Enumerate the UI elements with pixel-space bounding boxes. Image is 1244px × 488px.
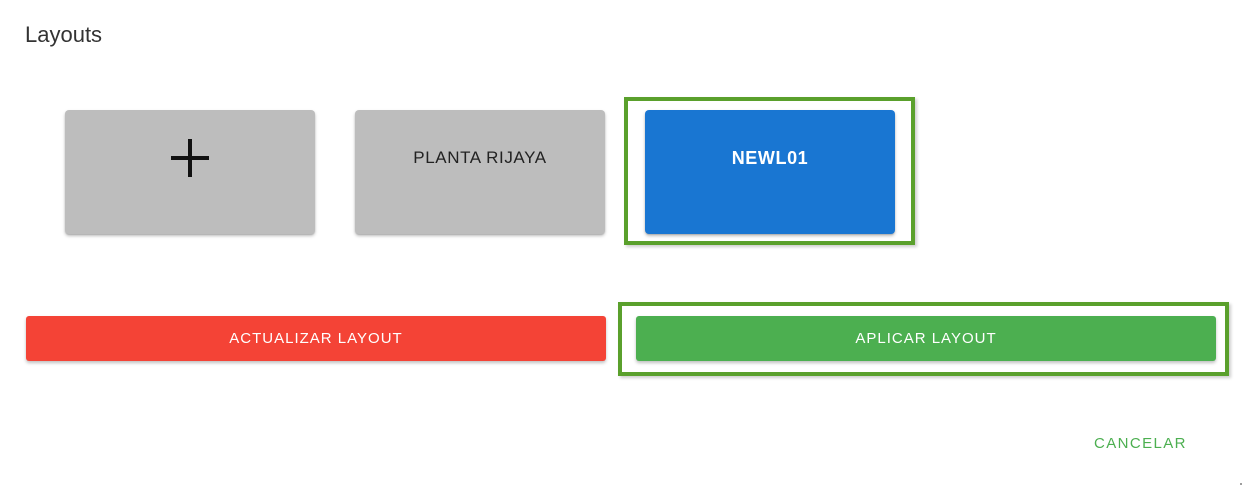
layout-tile-label: NEWL01 [731, 147, 809, 168]
update-layout-label: ACTUALIZAR LAYOUT [229, 330, 403, 347]
layout-tile-label: PLANTA RIJAYA [413, 148, 547, 167]
cancel-button[interactable]: CANCELAR [1094, 435, 1187, 452]
update-layout-button[interactable]: ACTUALIZAR LAYOUT [26, 316, 606, 361]
plus-icon [171, 139, 209, 177]
apply-layout-label: APLICAR LAYOUT [855, 330, 997, 347]
layout-tile-planta-rijaya[interactable]: PLANTA RIJAYA [355, 110, 605, 234]
add-layout-tile[interactable] [65, 110, 315, 234]
dialog-title: Layouts [25, 22, 103, 47]
apply-layout-button[interactable]: APLICAR LAYOUT [636, 316, 1216, 361]
resize-handle [1240, 483, 1242, 485]
layout-tile-newl01[interactable]: NEWL01 [645, 110, 895, 234]
